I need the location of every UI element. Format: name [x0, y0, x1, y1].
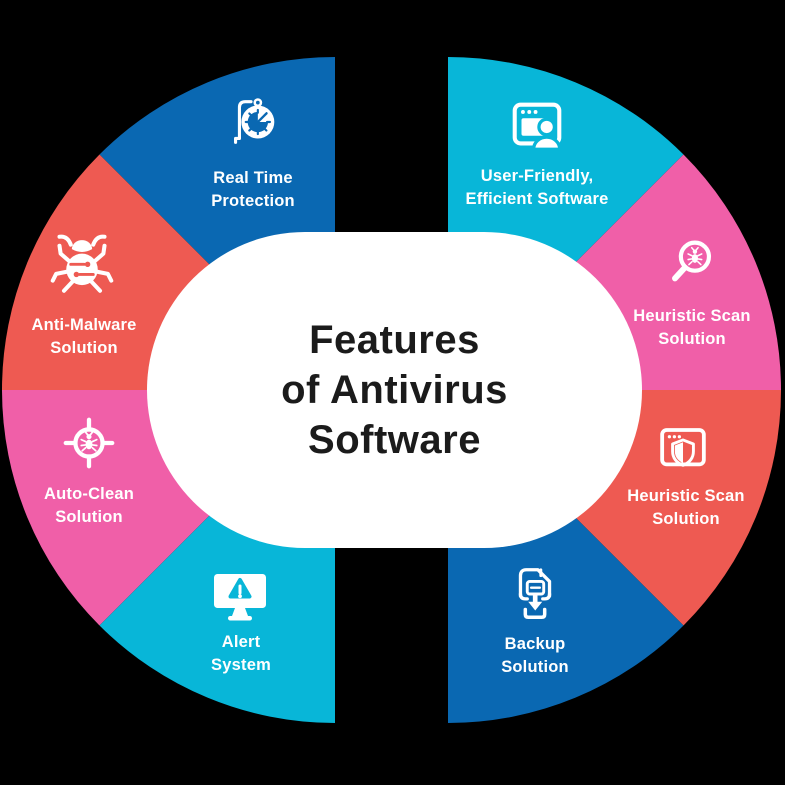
- crosshair-bug-icon: [63, 417, 115, 469]
- label-line: Solution: [658, 329, 726, 348]
- label-line: Protection: [211, 191, 295, 210]
- segment-label-anti-malware-solution: Anti-Malware Solution: [0, 314, 194, 359]
- title-line-1: Features: [309, 318, 480, 362]
- label-line: Auto-Clean: [44, 485, 134, 503]
- label-line: Backup: [504, 635, 566, 653]
- monitor-alert-icon: [214, 574, 266, 621]
- label-line: Real Time: [213, 169, 293, 187]
- gauge-stand-icon: [234, 98, 275, 144]
- segment-label-heuristic-scan-solution: Heuristic Scan Solution: [582, 305, 785, 350]
- segment-label-backup-solution: Backup Solution: [425, 633, 645, 678]
- label-line: Heuristic Scan: [633, 307, 751, 325]
- window-shield-icon: [660, 428, 706, 467]
- label-line: User-Friendly,: [480, 167, 594, 185]
- label-line: Solution: [55, 507, 123, 526]
- magnifier-bug-icon: [672, 240, 712, 282]
- title-line-2: of Antivirus: [281, 368, 508, 412]
- label-line: Anti-Malware: [31, 316, 137, 334]
- segment-label-heuristic-scan-solution-2: Heuristic Scan Solution: [576, 485, 785, 530]
- label-line: Solution: [652, 509, 720, 528]
- floppy-download-icon: [518, 568, 552, 619]
- malware-bug-icon: [50, 234, 114, 293]
- segment-label-real-time-protection: Real Time Protection: [143, 167, 363, 212]
- page-title: Features of Antivirus Software: [147, 232, 642, 548]
- center-panel: [147, 232, 642, 548]
- segment-label-auto-clean-solution: Auto-Clean Solution: [0, 483, 199, 528]
- label-line: Efficient Software: [465, 189, 609, 208]
- label-line: System: [211, 655, 271, 674]
- label-line: Solution: [501, 657, 569, 676]
- window-user-icon: [512, 102, 562, 151]
- label-line: Alert: [221, 633, 261, 651]
- segment-label-user-friendly-software: User-Friendly, Efficient Software: [427, 165, 647, 210]
- segment-label-alert-system: Alert System: [131, 631, 351, 676]
- title-line-3: Software: [308, 418, 481, 462]
- label-line: Heuristic Scan: [627, 487, 745, 505]
- label-line: Solution: [50, 338, 118, 357]
